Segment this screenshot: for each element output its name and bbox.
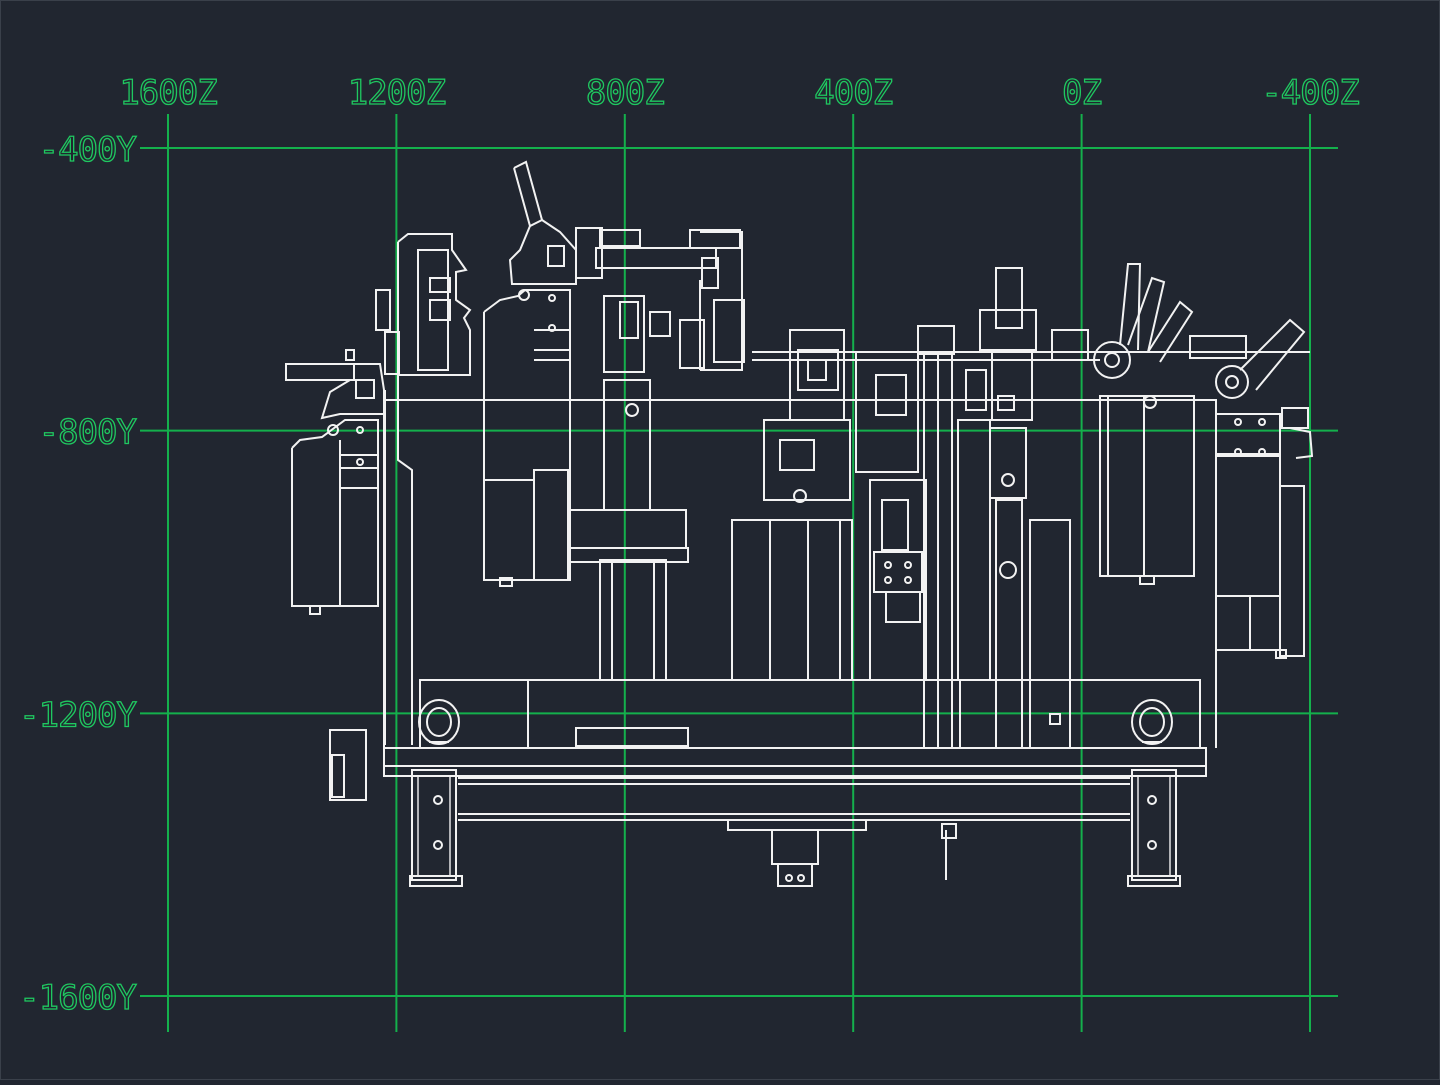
swing-clamp-right-1 [1093,263,1195,585]
lifting-eye-right [1131,699,1173,745]
swing-clamp-right-2 [1189,318,1314,659]
right-top-beam [752,329,1310,411]
clamp-cylinder-2 [569,295,705,747]
left-column [375,233,472,745]
fixture-drawing [285,160,1314,887]
y-tick-label: -1200Y [19,695,136,735]
z-tick-label: 1200Z [348,73,446,113]
y-tick-label: -800Y [39,413,137,453]
clamp-cylinder-3 [957,267,1071,749]
z-tick-label: -400Z [1261,73,1359,113]
main-frame [329,399,1217,887]
y-tick-label: -1600Y [19,978,136,1018]
center-assembly [731,329,927,681]
left-clamp-unit [285,349,385,615]
center-pillar [917,325,955,749]
clamp-cylinder-1 [483,160,603,587]
z-tick-label: 0Z [1062,73,1101,113]
top-bridge [595,229,745,371]
lifting-eye-left [418,699,460,745]
z-tick-label: 800Z [586,73,664,113]
grid-labels: 1600Z 1200Z 800Z 400Z 0Z -400Z -400Y -800Y -1200… [19,72,1361,1018]
z-tick-label: 1600Z [119,73,217,113]
coordinate-grid [140,114,1338,1032]
y-tick-label: -400Y [39,130,137,170]
z-tick-label: 400Z [814,73,892,113]
